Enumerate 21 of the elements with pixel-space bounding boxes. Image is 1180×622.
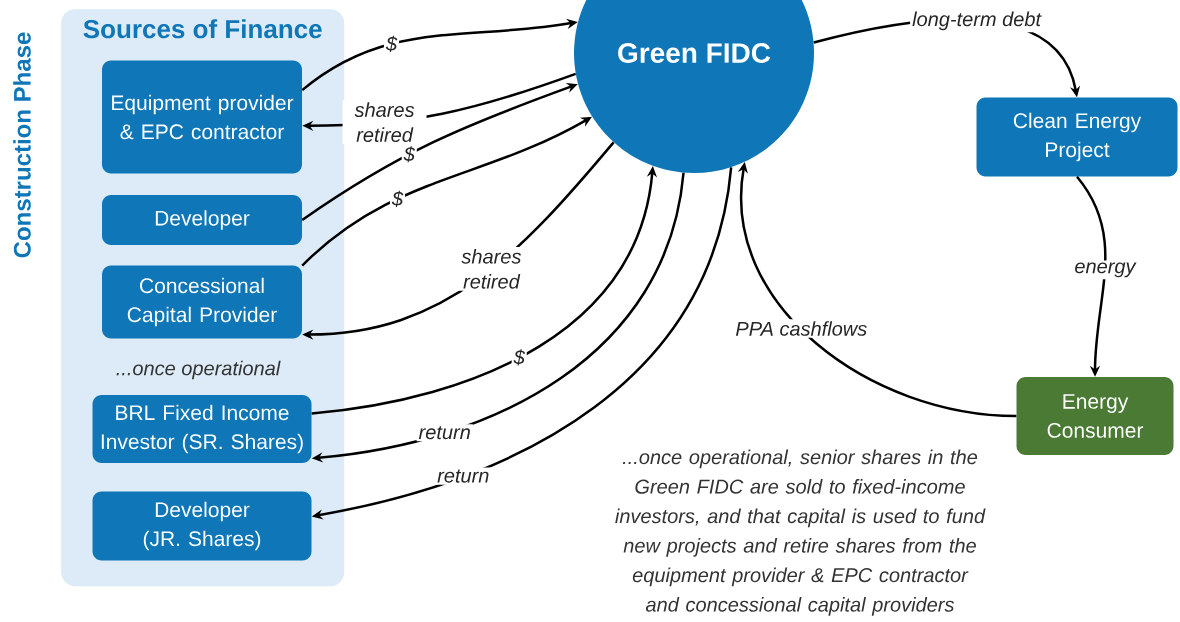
edge-label: return [416, 424, 473, 442]
process-box: BRL Fixed Income Investor (SR. Shares) [92, 395, 312, 463]
edge-label: return [435, 467, 492, 485]
edge-label: long-term debt [910, 9, 1044, 33]
process-box: Equipment provider & EPC contractor [102, 60, 302, 174]
vertical-heading: Construction Phase [13, 32, 31, 258]
note-text: ...once operational, senior shares in the Green FIDC are sold to fixed-income investors, and that capital is used to fund new projects and retire shares from the equipment provider & EPC contractor and concessional capital providers [615, 449, 986, 616]
edge-label: $ [401, 144, 417, 165]
process-box: Developer [102, 195, 302, 245]
edge-label: shares retired [449, 247, 534, 291]
process-box: Developer (JR. Shares) [92, 491, 312, 561]
edge-label: PPA cashflows [733, 319, 870, 338]
edge-label: $ [389, 188, 406, 209]
edge-label: energy [1072, 260, 1138, 280]
edge-label: $ [383, 33, 400, 54]
process-box: Energy Consumer [1016, 377, 1174, 455]
note-text: ...once operational [116, 360, 281, 380]
process-box: Clean Energy Project [976, 97, 1178, 177]
process-box: Concessional Capital Provider [102, 265, 302, 339]
edge-label: shares retired [342, 100, 427, 144]
edge-label: $ [511, 347, 527, 368]
